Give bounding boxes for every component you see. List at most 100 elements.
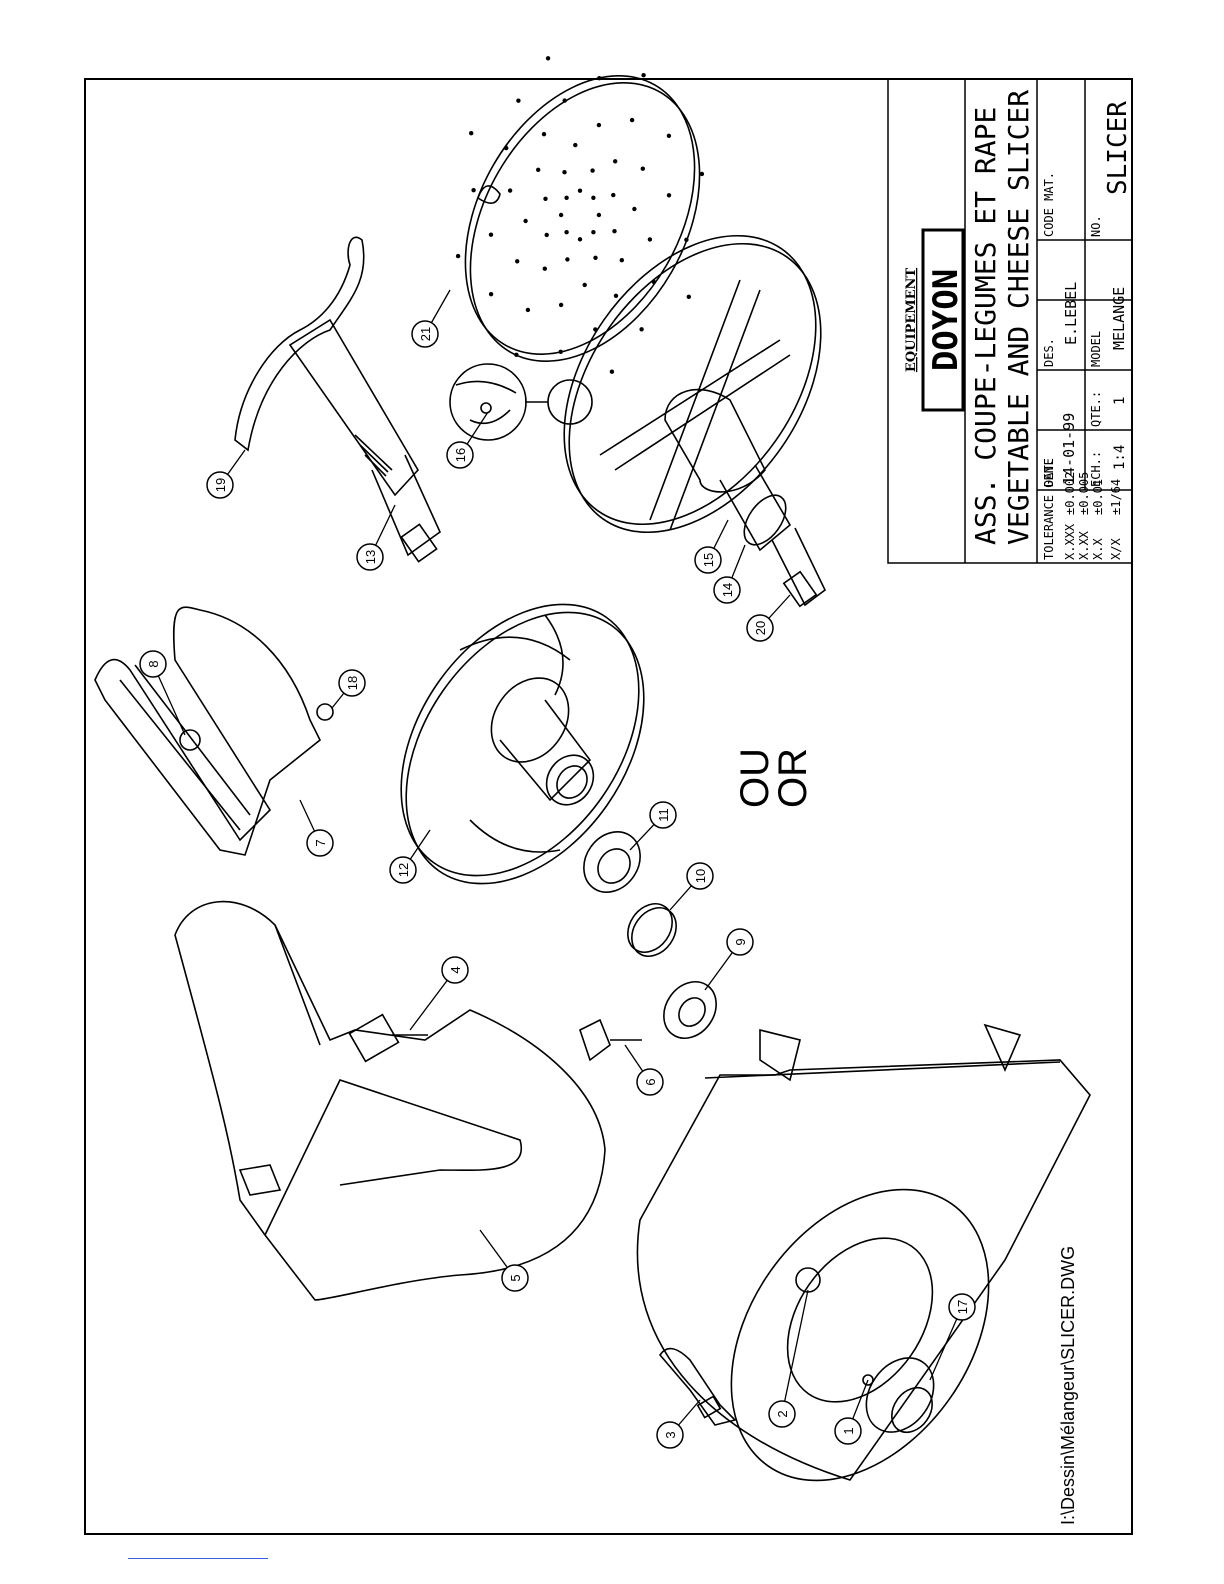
perforation-hole	[565, 257, 570, 262]
callout-14: 14	[713, 544, 746, 604]
callout-number: 12	[396, 863, 411, 877]
callout-balloon	[411, 320, 439, 348]
callout-balloon	[694, 546, 722, 574]
callout-balloon	[441, 956, 469, 984]
callout-balloon	[139, 650, 167, 678]
perforation-hole	[558, 302, 564, 308]
tolerance-list: X.XXX ±0.002 X.XX ±0.005 X.X ±0.01 X/X ±…	[1063, 472, 1123, 560]
perforation-hole	[699, 171, 705, 177]
doyon-logo: DOYON EQUIPEMENT	[904, 228, 966, 412]
designer-label: DES.	[1042, 338, 1056, 367]
perforation-hole	[564, 230, 569, 235]
callout-balloon	[768, 1400, 796, 1428]
title-block	[887, 78, 1133, 564]
perforation-hole	[609, 369, 615, 374]
callout-balloon	[686, 862, 714, 890]
svg-text:±0.01: ±0.01	[1091, 479, 1105, 515]
callout-11: 11	[629, 801, 677, 851]
perforation-hole	[593, 255, 598, 260]
callout-3: 3	[656, 1399, 701, 1449]
callout-number: 13	[363, 550, 378, 564]
perforation-hole	[666, 193, 672, 198]
perforation-hole	[596, 122, 602, 128]
perforation-hole	[632, 206, 637, 212]
callout-number: 16	[453, 448, 468, 462]
spoked-wheel	[563, 234, 827, 608]
perforation-hole	[558, 212, 564, 218]
number-value: SLICER	[1103, 101, 1133, 195]
perforation-hole	[471, 188, 476, 193]
perforation-hole	[590, 168, 595, 173]
callout-balloon	[713, 576, 741, 604]
perforation-hole	[619, 258, 624, 263]
callout-21: 21	[411, 289, 451, 348]
qty-label: QTE.:	[1089, 391, 1103, 427]
designer-value: E.LEBEL	[1062, 282, 1080, 345]
callout-17: 17	[929, 1293, 976, 1381]
svg-text:X/X: X/X	[1109, 538, 1123, 560]
callout-19: 19	[206, 449, 246, 499]
callout-4: 4	[409, 956, 469, 1031]
date-value: 14-01-99	[1060, 413, 1078, 485]
perforation-hole	[562, 170, 567, 175]
model-label: MODEL	[1089, 331, 1103, 367]
perforation-hole	[666, 133, 672, 138]
date-label: DATE	[1042, 458, 1056, 487]
perforation-hole	[545, 56, 551, 61]
perforation-hole	[611, 192, 616, 198]
perforation-hole	[597, 76, 602, 81]
callout-7: 7	[299, 799, 334, 857]
perforation-hole	[544, 232, 549, 238]
callout-balloon	[338, 669, 366, 697]
callout-13: 13	[356, 504, 396, 571]
callout-20: 20	[746, 594, 791, 642]
perforation-hole	[564, 195, 569, 200]
callout-2: 2	[768, 1289, 809, 1428]
number-label: NO.	[1089, 215, 1103, 237]
perforation-hole	[639, 327, 644, 332]
perforation-hole	[488, 232, 494, 237]
scale-label: ECH.:	[1089, 451, 1103, 487]
perforation-hole	[542, 266, 547, 271]
pusher-handle	[234, 236, 441, 563]
callout-balloon	[656, 1421, 684, 1449]
perforation-hole	[562, 98, 567, 103]
ring-nut	[583, 831, 641, 893]
callout-number: 10	[693, 869, 708, 883]
perforation-hole	[686, 294, 691, 299]
detail-circle	[449, 363, 593, 441]
callout-balloon	[636, 1068, 664, 1096]
blue-underline-mark	[128, 1558, 268, 1559]
callout-number: 18	[345, 676, 360, 690]
perforation-hole	[455, 253, 461, 259]
callout-balloon	[306, 829, 334, 857]
perforation-hole	[641, 73, 646, 78]
callout-balloon	[834, 1417, 862, 1445]
perforation-hole	[469, 131, 474, 136]
callout-balloon	[356, 543, 384, 571]
callout-1: 1	[834, 1379, 869, 1445]
or-label-french: OU	[733, 748, 777, 808]
callout-balloon	[446, 441, 474, 469]
svg-text:X.XX: X.XX	[1077, 530, 1091, 560]
perforation-hole	[647, 237, 653, 242]
motor-base	[636, 1023, 1091, 1482]
callout-number: 9	[733, 938, 748, 945]
slicing-disc	[400, 603, 645, 885]
callout-number: 8	[146, 660, 161, 667]
callout-number: 19	[213, 478, 228, 492]
callout-number: 2	[775, 1410, 790, 1417]
perforation-hole	[543, 196, 548, 201]
callout-18: 18	[331, 669, 366, 709]
callout-number: 7	[313, 839, 328, 846]
leader-line	[781, 1289, 809, 1415]
callout-12: 12	[389, 829, 431, 884]
perforation-hole	[514, 352, 519, 357]
callout-15: 15	[694, 519, 729, 574]
perforation-hole	[613, 159, 618, 164]
qty-value: 1	[1112, 397, 1128, 405]
perforation-hole	[541, 132, 547, 137]
callout-number: 1	[841, 1427, 856, 1434]
callout-number: 5	[508, 1274, 523, 1281]
perforation-hole	[523, 218, 528, 224]
